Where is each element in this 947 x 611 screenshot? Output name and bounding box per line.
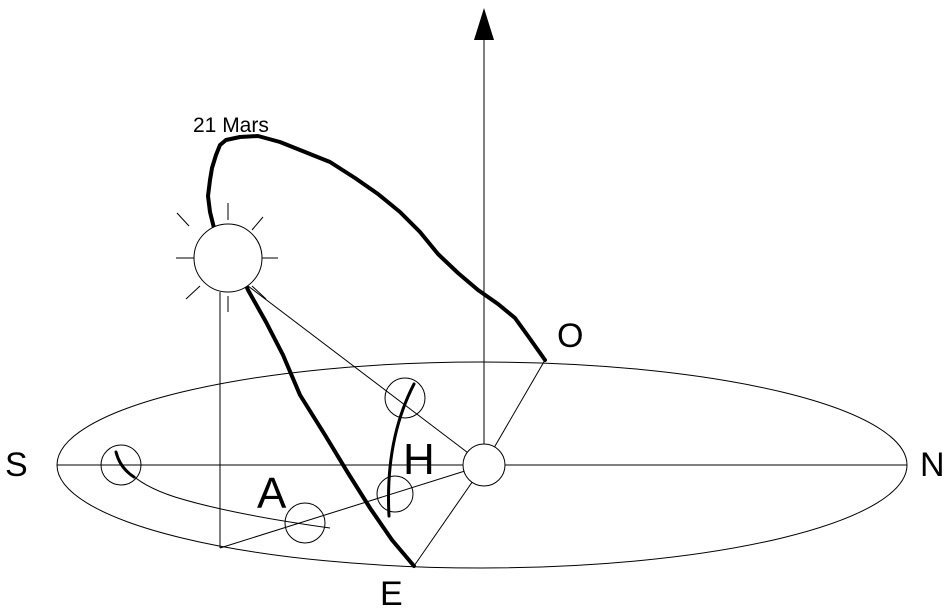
azimuth-label: A [257, 469, 287, 518]
azimuth-marker [284, 502, 326, 544]
sun-rays [176, 203, 278, 312]
south-label: S [5, 446, 28, 484]
azimuth-arc-start [114, 450, 136, 479]
projection-to-observer-line [219, 464, 485, 549]
height-label: H [403, 435, 435, 484]
east-label: E [380, 575, 403, 611]
height-arc [387, 382, 416, 518]
zenith-arrow-icon [474, 8, 494, 40]
sun-icon [193, 223, 263, 293]
height-lower-marker [376, 475, 414, 513]
north-label: N [920, 446, 945, 484]
sun-to-observer-line [247, 285, 485, 466]
sun-path-curve [206, 134, 547, 568]
height-upper-marker [384, 377, 426, 419]
azimuth-arc [116, 454, 331, 529]
south-point-marker [100, 444, 142, 486]
west-label: O [557, 317, 583, 355]
date-label: 21 Mars [193, 114, 269, 137]
observer-marker [462, 443, 506, 487]
